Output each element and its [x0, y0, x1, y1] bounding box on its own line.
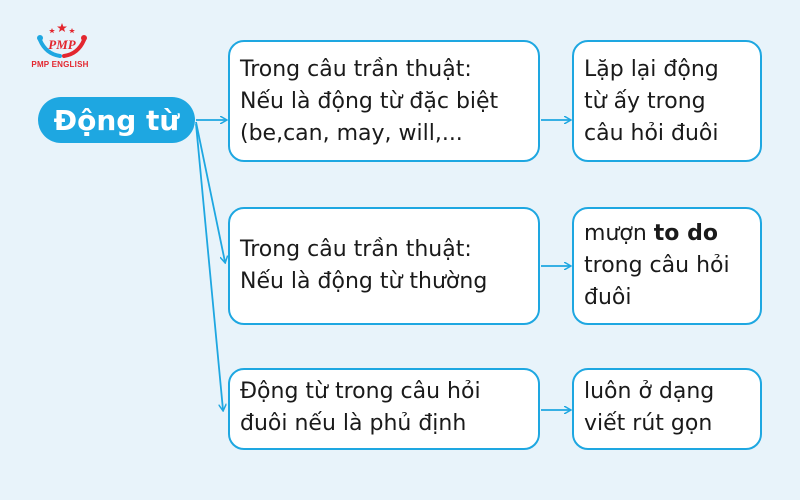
svg-text:PMP: PMP	[48, 37, 77, 52]
box-line-mixed: mượn to do	[584, 218, 750, 250]
box-line: Lặp lại động	[584, 57, 719, 82]
branch-ordinary-verb: Trong câu trần thuật: Nếu là động từ thư…	[228, 207, 540, 325]
result-bold-term: to do	[653, 221, 718, 246]
arrow-root-to-b3	[195, 123, 223, 410]
box-line: Trong câu trần thuật:	[240, 57, 472, 82]
result-prefix: mượn	[584, 221, 654, 246]
result-contracted-form: luôn ở dạng viết rút gọn	[572, 368, 762, 450]
box-line: (be,can, may, will,...	[240, 121, 463, 146]
root-node: Động từ	[38, 97, 195, 143]
branch-special-verb: Trong câu trần thuật: Nếu là động từ đặc…	[228, 40, 540, 162]
box-line: luôn ở dạng	[584, 379, 715, 404]
box-line: trong câu hỏi	[584, 253, 730, 278]
box-line: đuôi	[584, 285, 632, 310]
box-line: Động từ trong câu hỏi	[240, 379, 481, 404]
box-line: viết rút gọn	[584, 411, 713, 436]
box-line: Trong câu trần thuật:	[240, 237, 472, 262]
box-line: câu hỏi đuôi	[584, 121, 719, 146]
brand-name: PMP ENGLISH	[31, 60, 89, 69]
box-line: đuôi nếu là phủ định	[240, 411, 467, 436]
box-line: từ ấy trong	[584, 89, 706, 114]
result-repeat-verb: Lặp lại động từ ấy trong câu hỏi đuôi	[572, 40, 762, 162]
branch-negative-tag: Động từ trong câu hỏi đuôi nếu là phủ đị…	[228, 368, 540, 450]
arrow-root-to-b2	[195, 121, 225, 262]
box-line: Nếu là động từ đặc biệt	[240, 89, 499, 114]
pmp-logo-icon: PMP	[37, 23, 87, 58]
result-borrow-do: mượn to do trong câu hỏi đuôi	[572, 207, 762, 325]
box-line: Nếu là động từ thường	[240, 269, 488, 294]
